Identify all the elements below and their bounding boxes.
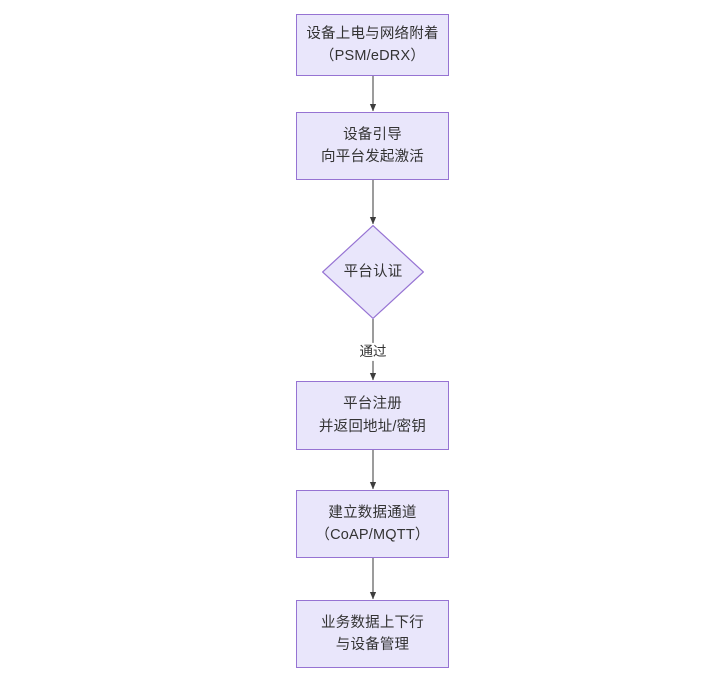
node-platform-register-line2: 并返回地址/密钥 [318, 418, 427, 435]
node-platform-register-line1: 平台注册 [343, 396, 402, 413]
node-power-on-line2: （PSM/eDRX） [319, 48, 426, 64]
node-data-channel-line1: 建立数据通道 [328, 504, 417, 521]
node-data-channel-line2: （CoAP/MQTT） [315, 527, 430, 543]
node-power-on-line1: 设备上电与网络附着 [306, 25, 439, 42]
node-bootstrap-line2: 向平台发起激活 [321, 149, 424, 165]
diamond-shape [322, 225, 424, 319]
node-service-data[interactable]: 业务数据上下行 与设备管理 [296, 600, 449, 668]
node-service-data-line2: 与设备管理 [335, 637, 410, 653]
node-data-channel[interactable]: 建立数据通道 （CoAP/MQTT） [296, 490, 449, 558]
node-bootstrap-line1: 设备引导 [343, 126, 402, 143]
node-power-on[interactable]: 设备上电与网络附着 （PSM/eDRX） [296, 14, 449, 76]
edge-label-pass: 通过 [356, 342, 390, 362]
node-bootstrap[interactable]: 设备引导 向平台发起激活 [296, 112, 449, 180]
node-service-data-line1: 业务数据上下行 [321, 614, 424, 631]
node-platform-register[interactable]: 平台注册 并返回地址/密钥 [296, 381, 449, 450]
node-platform-auth[interactable]: 平台认证 [322, 225, 424, 319]
